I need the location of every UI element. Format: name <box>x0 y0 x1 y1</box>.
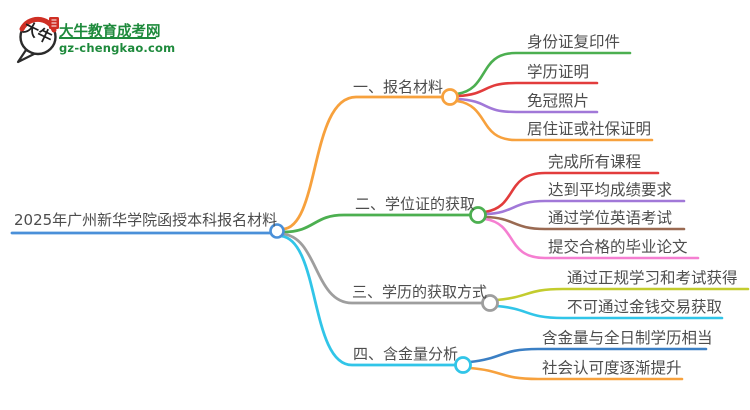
branch-2-child-4-label: 提交合格的毕业论文 <box>548 238 688 256</box>
branch-1-child-3-line <box>456 97 599 114</box>
branch-4-connector <box>279 234 457 367</box>
branch-1-child-2-label: 学历证明 <box>527 63 590 81</box>
branch-3-label: 三、学历的获取方式 <box>352 283 488 301</box>
branch-1-child-1-line <box>455 51 632 96</box>
logo-bubble-icon-art <box>16 16 59 64</box>
branch-1-child-3-label: 免冠照片 <box>527 92 590 110</box>
branch-2-connector <box>281 213 472 234</box>
site-logo: 大牛 大牛教育成考网 gz-chengkao.com <box>13 12 213 68</box>
branch-2-label: 二、学位证的获取 <box>355 195 476 213</box>
branch-4-child-2-line <box>468 366 684 381</box>
branch-2-child-2-line <box>484 199 686 216</box>
branch-4-child-2-label: 社会认可度逐渐提升 <box>542 359 682 377</box>
root-topic-label: 2025年广州新华学院函授本科报名材料 <box>14 211 278 229</box>
branch-1-child-4-label: 居住证或社保证明 <box>527 120 652 138</box>
logo-site-url: gz-chengkao.com <box>59 40 176 55</box>
branch-2-child-2-label: 达到平均成绩要求 <box>548 181 673 199</box>
logo-bubble-icon: 大牛 <box>13 12 63 66</box>
branch-3-child-2-line <box>495 304 724 320</box>
root-node-circle <box>269 223 285 239</box>
branch-2-node-circle <box>469 206 487 224</box>
branch-4-child-1-line <box>468 347 708 364</box>
logo-site-name: 大牛教育成考网 <box>59 24 161 40</box>
branch-1-child-4-line <box>455 99 654 142</box>
branch-3-child-1-line <box>495 287 750 302</box>
branch-1-child-1-label: 身份证复印件 <box>527 33 621 51</box>
branch-3-child-1-label: 通过正规学习和考试获得 <box>567 269 738 287</box>
branch-4-node-circle <box>454 356 472 374</box>
branch-3-node-circle <box>481 294 499 312</box>
branch-2-child-4-line <box>483 217 700 260</box>
branch-2-child-3-line <box>484 215 686 231</box>
branch-1-label: 一、报名材料 <box>353 78 444 96</box>
logo-divider <box>59 37 156 39</box>
branch-1-node-circle <box>441 88 459 106</box>
branch-3-connector <box>280 232 484 305</box>
branch-4-child-1-label: 含金量与全日制学历相当 <box>542 329 713 347</box>
branch-1-connector <box>281 95 444 231</box>
branch-3-child-2-label: 不可通过金钱交易获取 <box>567 298 723 316</box>
branch-4-label: 四、含金量分析 <box>353 345 459 363</box>
branch-2-child-3-label: 通过学位英语考试 <box>548 209 673 227</box>
branch-1-child-2-line <box>456 81 599 98</box>
branch-2-child-1-line <box>483 171 660 214</box>
branch-2-child-1-label: 完成所有课程 <box>548 153 642 171</box>
